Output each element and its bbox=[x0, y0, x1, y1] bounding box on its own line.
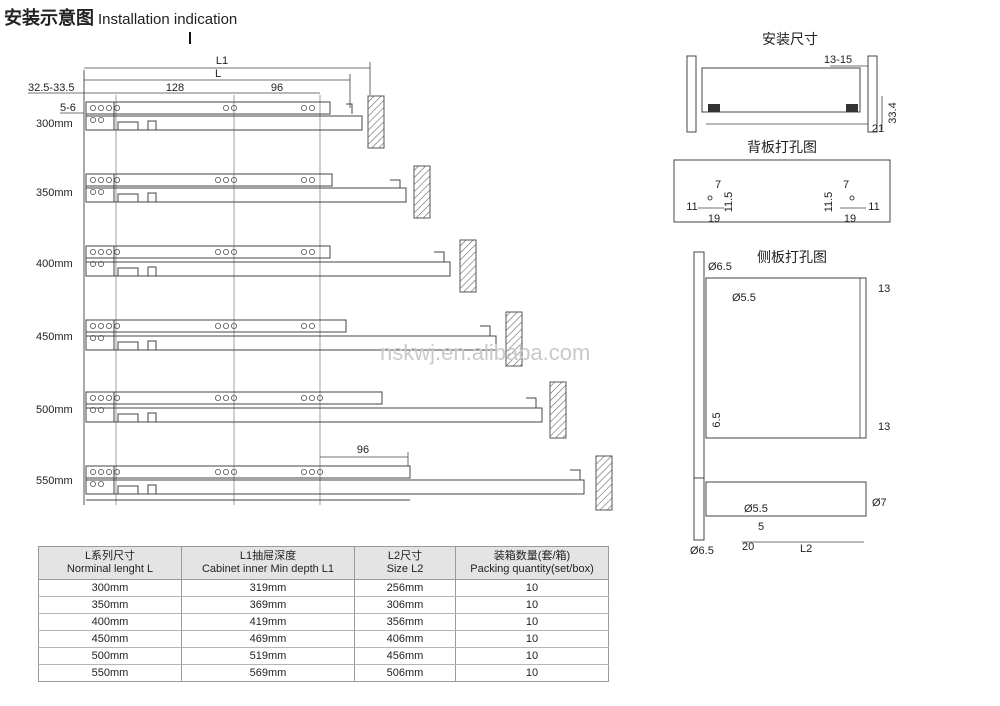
side-d6-5: Ø6.5 bbox=[708, 261, 732, 273]
back-right-7: 7 bbox=[843, 179, 849, 191]
back-panel-title: 背板打孔图 bbox=[747, 139, 817, 155]
bottom-view-drawer bbox=[705, 481, 867, 517]
bottom-20: 20 bbox=[742, 541, 754, 553]
install-size-right-panel bbox=[867, 55, 878, 133]
slide-row-350 bbox=[85, 165, 431, 219]
slide-row-300 bbox=[85, 95, 385, 149]
watermark: nskwj.en.alibaba.com bbox=[380, 340, 591, 365]
back-right-11-5: 11.5 bbox=[823, 192, 835, 213]
back-right-11: 11 bbox=[868, 201, 879, 213]
row-label-300: 300mm bbox=[36, 118, 73, 130]
row-label-550: 550mm bbox=[36, 475, 73, 487]
dim-L: L bbox=[215, 68, 221, 80]
detail-drawings: 安装尺寸 13-15 33.4 21 背板打孔图 7 11 11.5 19 7 … bbox=[673, 31, 899, 557]
bottom-L2: L2 bbox=[800, 543, 812, 555]
side-panel-title: 侧板打孔图 bbox=[757, 249, 827, 265]
title-chinese: 安装示意图 bbox=[4, 8, 94, 29]
slide-row-400 bbox=[85, 239, 477, 293]
row-label-500: 500mm bbox=[36, 404, 73, 416]
side-13-top: 13 bbox=[878, 283, 890, 295]
side-panel-drawer bbox=[705, 277, 867, 439]
back-panel-outline bbox=[673, 159, 891, 223]
row-label-450: 450mm bbox=[36, 331, 73, 343]
side-d5-5: Ø5.5 bbox=[732, 292, 756, 304]
side-panel-post bbox=[693, 251, 705, 479]
bottom-d7: Ø7 bbox=[872, 497, 887, 509]
dim-gap: 5-6 bbox=[60, 102, 76, 114]
dim-13-15: 13-15 bbox=[824, 54, 852, 66]
dim-33-4: 33.4 bbox=[887, 102, 899, 123]
install-size-title: 安装尺寸 bbox=[762, 31, 818, 47]
dim-offset: 32.5-33.5 bbox=[28, 82, 74, 94]
text-cursor bbox=[189, 32, 191, 44]
dim-96: 96 bbox=[271, 82, 283, 94]
row-label-350: 350mm bbox=[36, 187, 73, 199]
dim-21: 21 bbox=[872, 123, 884, 135]
back-right-19: 19 bbox=[844, 213, 856, 225]
install-size-left-panel bbox=[686, 55, 697, 133]
dim-128: 128 bbox=[166, 82, 184, 94]
dim-96-lower: 96 bbox=[357, 444, 369, 456]
dim-L1: L1 bbox=[216, 55, 228, 67]
title-english: Installation indication bbox=[98, 11, 238, 28]
bottom-view-post bbox=[693, 477, 705, 541]
back-left-7: 7 bbox=[715, 179, 721, 191]
back-left-11: 11 bbox=[686, 201, 697, 213]
bottom-5: 5 bbox=[758, 521, 764, 533]
slide-row-500 bbox=[85, 381, 567, 439]
back-left-11-5: 11.5 bbox=[723, 192, 735, 213]
install-size-drawer bbox=[701, 67, 861, 113]
back-left-19: 19 bbox=[708, 213, 720, 225]
side-6-5: 6.5 bbox=[711, 412, 723, 427]
header-packing-quantity: 装箱数量(套/箱)Packing quantity(set/box) bbox=[455, 546, 609, 580]
installation-drawing: L1 L 128 96 32.5-33.5 5-6 300mm bbox=[28, 55, 613, 511]
slide-row-550 bbox=[85, 455, 613, 511]
bottom-d5-5: Ø5.5 bbox=[744, 503, 768, 515]
bottom-d6-5: Ø6.5 bbox=[690, 545, 714, 557]
side-13-bottom: 13 bbox=[878, 421, 890, 433]
slide-row-450 bbox=[85, 311, 523, 367]
row-label-400: 400mm bbox=[36, 258, 73, 270]
